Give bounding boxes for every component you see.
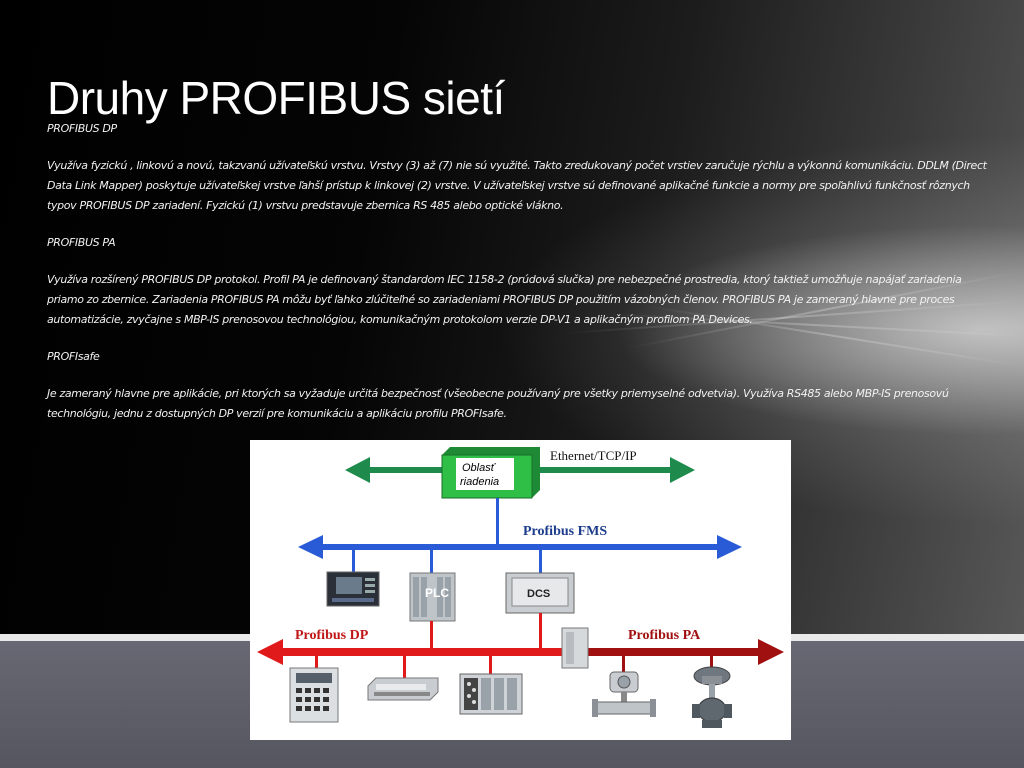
control-area-box: Oblasť riadenia	[441, 447, 540, 499]
plc-device: PLC	[409, 572, 456, 622]
dp-bus	[257, 639, 570, 665]
dp-keypad-device	[289, 667, 339, 723]
section-heading-dp: PROFIBUS DP	[47, 122, 117, 135]
dcs-label: DCS	[527, 588, 550, 600]
dp-drop	[315, 656, 318, 678]
dcs-device: DCS	[505, 572, 575, 614]
profibus-network-diagram: Oblasť riadenia Ethernet/TCP/IP Profibus…	[250, 440, 791, 740]
pa-valve-device	[692, 666, 732, 728]
dp-pa-coupler	[561, 627, 589, 669]
dcs-to-dp-line	[539, 613, 542, 649]
pa-bus	[570, 639, 784, 665]
dp-drop	[489, 656, 492, 678]
plc-label: PLC	[425, 586, 449, 600]
control-box-label-2: riadenia	[460, 476, 499, 488]
dp-label: Profibus DP	[295, 628, 369, 643]
paragraph-profisafe: Je zameraný hlavne pre aplikácie, pri kt…	[47, 387, 949, 420]
pa-drop	[622, 656, 625, 678]
control-to-fms-line	[496, 498, 499, 545]
slide-body: PROFIBUS DP Využíva fyzickú , linkovú a …	[47, 119, 987, 441]
paragraph-pa: Využíva rozšírený PROFIBUS DP protokol. …	[47, 273, 962, 326]
pa-flowmeter-device	[592, 671, 656, 717]
dp-rack-device	[459, 673, 523, 715]
operator-panel-device	[326, 571, 380, 607]
plc-to-dp-line	[430, 621, 433, 649]
fms-bus	[298, 535, 742, 559]
fms-drop	[352, 550, 355, 572]
section-heading-profisafe: PROFIsafe	[47, 350, 100, 363]
section-heading-pa: PROFIBUS PA	[47, 236, 116, 249]
fms-drop	[430, 550, 433, 573]
dp-drop	[403, 656, 406, 678]
control-box-label-1: Oblasť	[462, 462, 497, 474]
fms-label: Profibus FMS	[523, 524, 607, 539]
ethernet-label: Ethernet/TCP/IP	[550, 448, 637, 463]
pa-label: Profibus PA	[628, 628, 701, 643]
slide-title: Druhy PROFIBUS sietí	[47, 71, 505, 124]
network-diagram-svg: Oblasť riadenia Ethernet/TCP/IP Profibus…	[257, 447, 784, 728]
dp-io-module-device	[367, 677, 439, 701]
fms-drop	[539, 550, 542, 573]
paragraph-dp: Využíva fyzickú , linkovú a novú, takzva…	[47, 159, 987, 212]
